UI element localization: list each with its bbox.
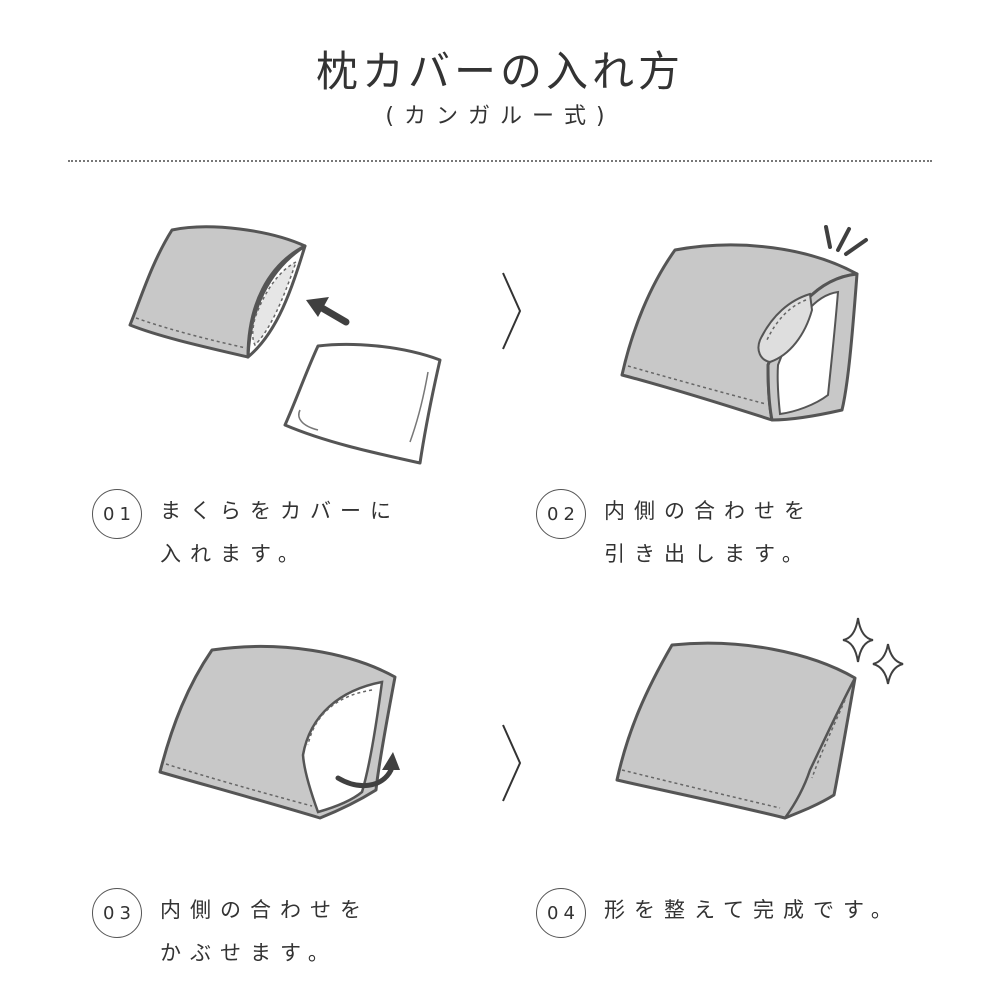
pillow-illustration [283,342,442,465]
step-4-instruction: 形を整えて完成です。 [604,889,901,932]
step-3-number-badge: 03 [92,888,142,938]
step-1-illustration [128,225,442,465]
step-4-illustration [615,617,904,820]
step-1-line-1: まくらをカバーに [160,499,400,523]
step-1-number-badge: 01 [92,489,142,539]
pillow-cover-illustration [128,225,307,359]
step-4-line-1: 形を整えて完成です。 [604,898,901,922]
sparkle-icon [842,617,904,685]
step-3-instruction: 内側の合わせを かぶせます。 [160,889,370,975]
step-2-line-1: 内側の合わせを [604,499,814,523]
next-step-chevron-icon [502,272,522,350]
step-3-line-2: かぶせます。 [160,941,338,965]
step-4-number-badge: 04 [536,888,586,938]
step-3-illustration [158,645,400,820]
step-1-instruction: まくらをカバーに 入れます。 [160,490,400,576]
step-2-line-2: 引き出します。 [604,542,812,566]
next-step-chevron-icon [502,724,522,802]
pillow-cover-illustration [158,645,397,820]
step-1-line-2: 入れます。 [160,542,308,566]
push-arrow-icon [306,297,350,326]
step-2-instruction: 内側の合わせを 引き出します。 [604,490,814,576]
step-2-illustration [620,225,868,422]
fold-over-arrow-icon [335,752,400,789]
motion-lines-icon [824,225,868,256]
page-subtitle: (カンガルー式) [385,104,615,129]
pillow-cover-illustration [615,641,857,820]
page-title: 枕カバーの入れ方 [315,47,684,96]
step-3-line-1: 内側の合わせを [160,898,370,922]
pillow-cover-illustration [620,243,859,422]
title-divider [68,160,932,162]
step-2-number-badge: 02 [536,489,586,539]
